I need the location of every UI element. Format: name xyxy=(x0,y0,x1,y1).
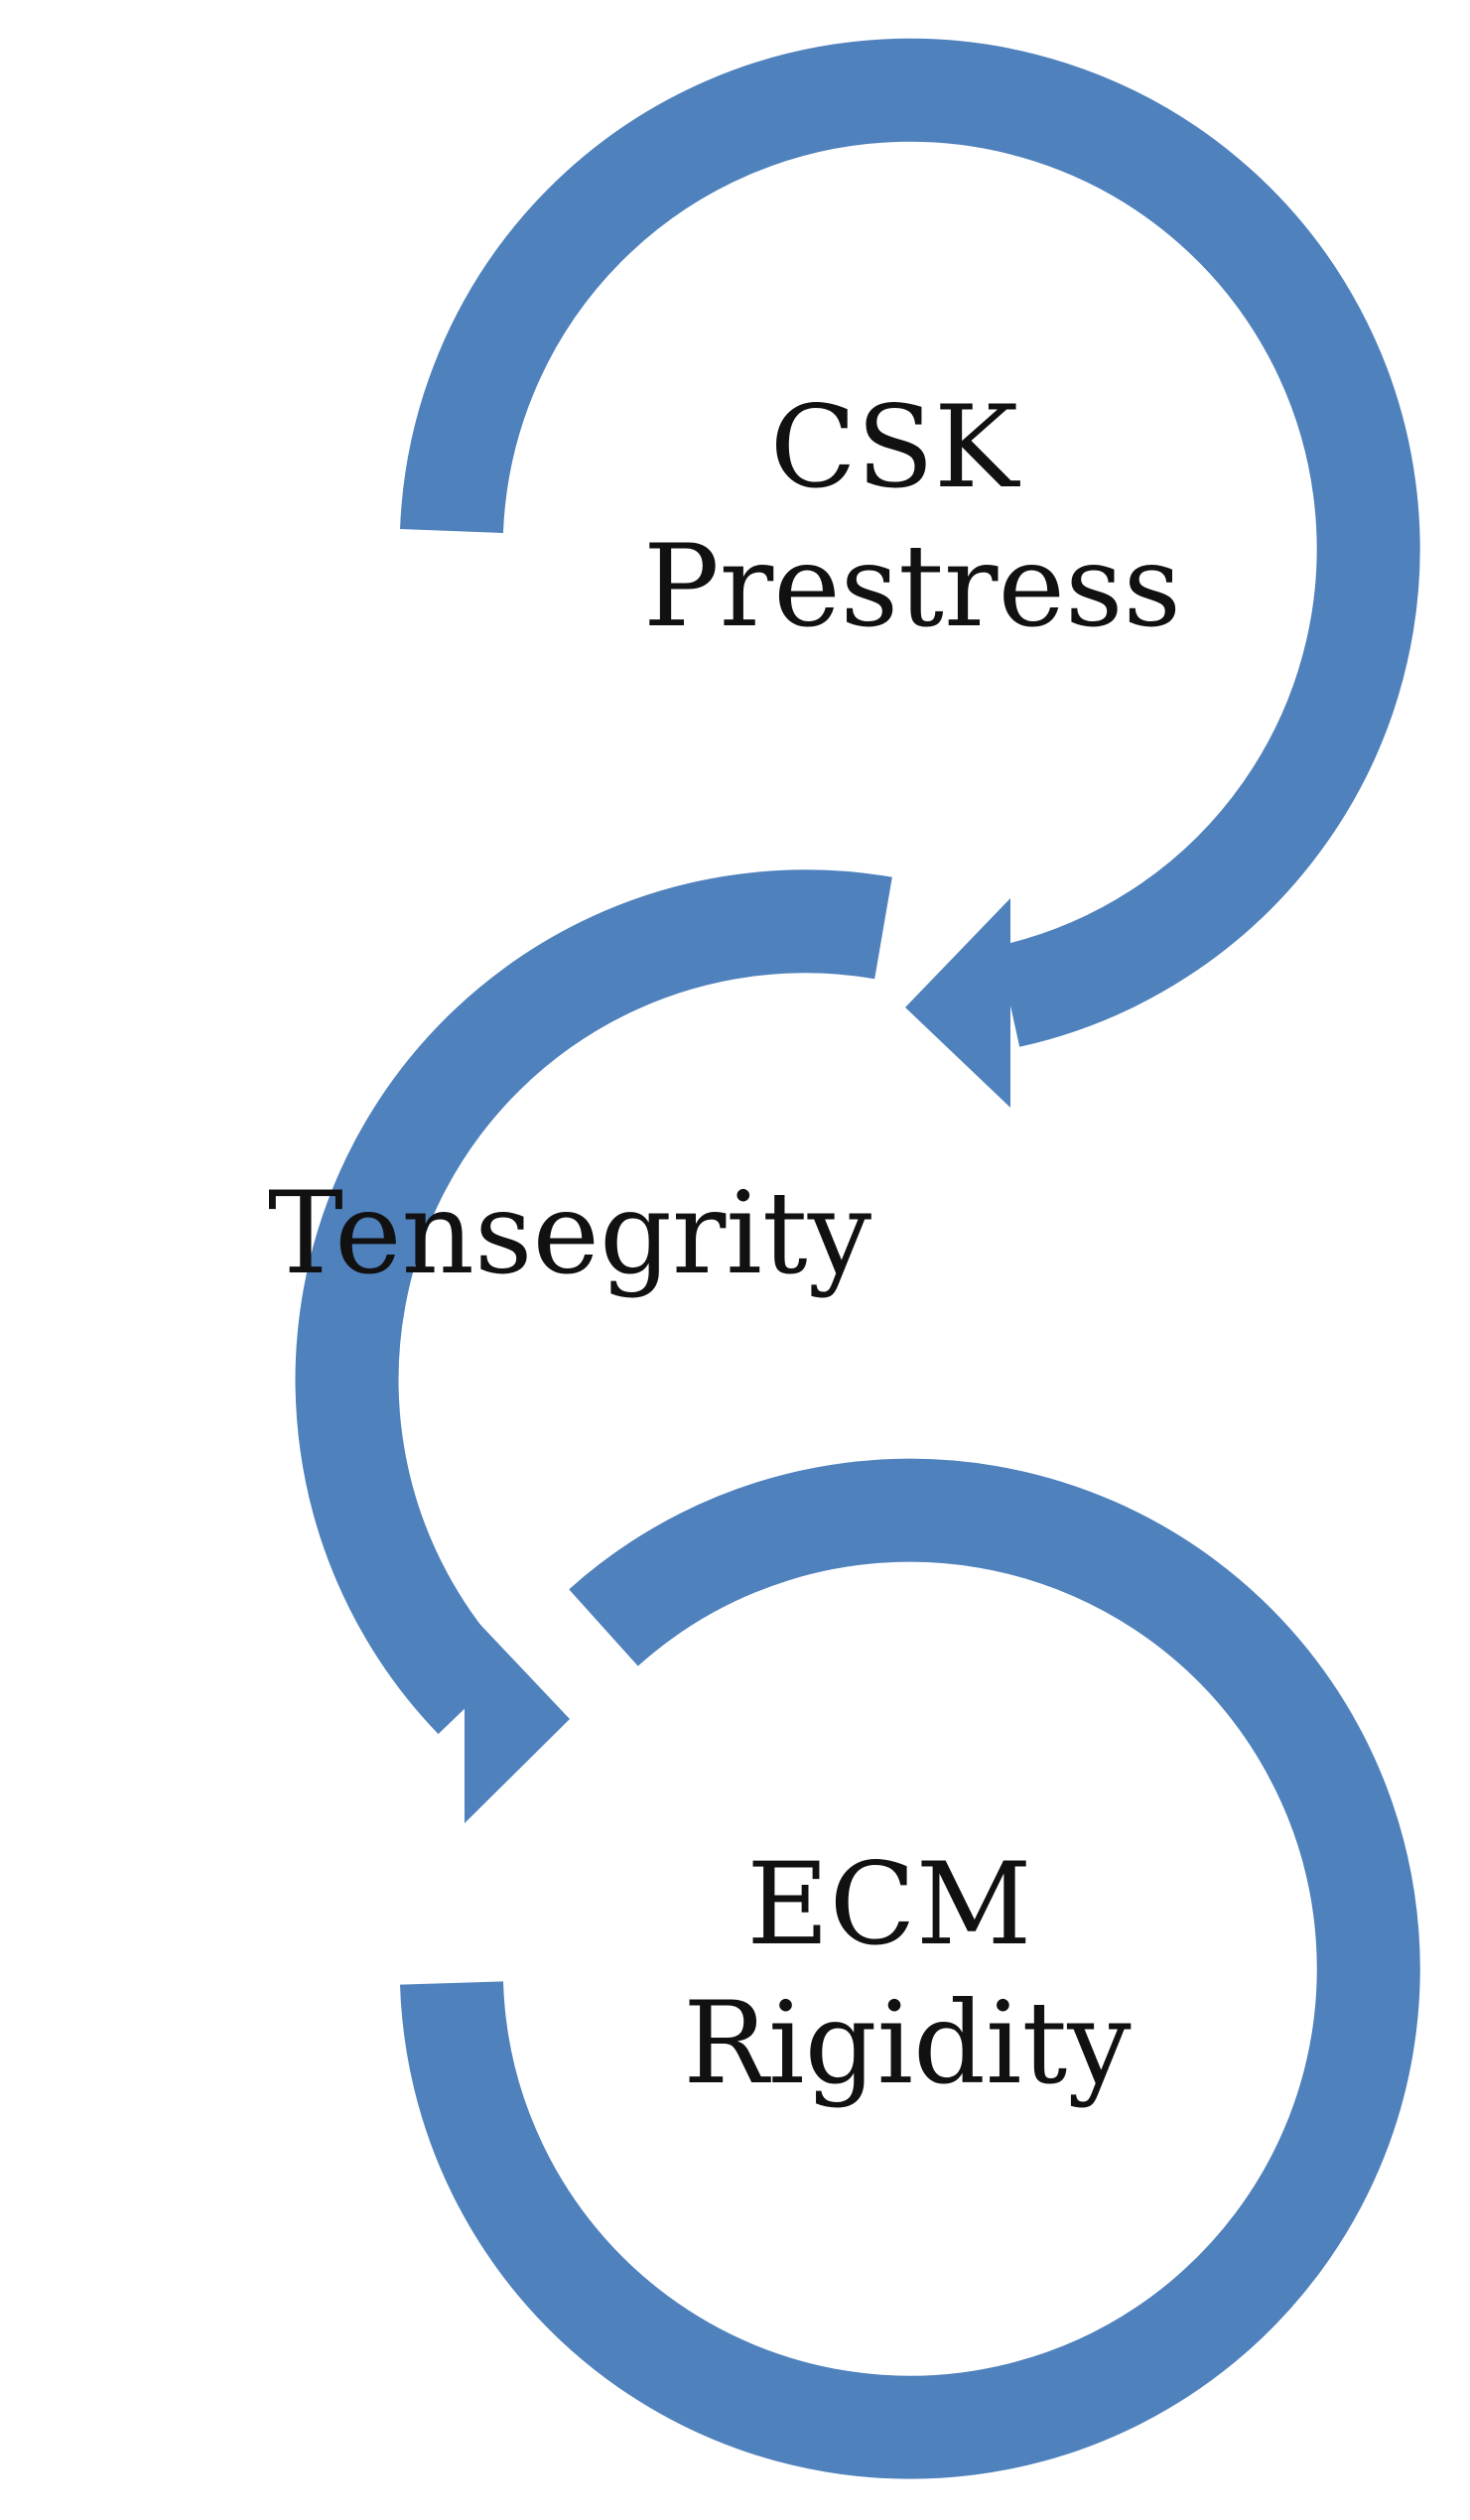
ecm-rigidity-arc xyxy=(400,1458,1420,2479)
csk-prestress-arc xyxy=(400,38,1420,1047)
tensegrity-line-1: Tensegrity xyxy=(268,1167,872,1299)
csk-prestress-label: CSK Prestress xyxy=(643,381,1181,652)
csk-prestress-line-1: CSK xyxy=(770,381,1020,513)
ecm-rigidity-line-1: ECM xyxy=(746,1838,1031,1970)
arrowhead-to-tensegrity-icon xyxy=(905,898,1010,1108)
arrowhead-to-ecm-rigidity-icon xyxy=(465,1608,570,1823)
ecm-rigidity-ring: ECM Rigidity xyxy=(400,1458,1420,2479)
ecm-rigidity-line-2: Rigidity xyxy=(683,1977,1132,2109)
csk-prestress-ring: CSK Prestress xyxy=(400,38,1420,1108)
tensegrity-arc xyxy=(295,869,892,1735)
tensegrity-label: Tensegrity xyxy=(268,1167,872,1299)
ecm-rigidity-label: ECM Rigidity xyxy=(683,1838,1132,2109)
csk-prestress-line-2: Prestress xyxy=(643,520,1181,652)
tensegrity-ring: Tensegrity xyxy=(268,869,892,1823)
